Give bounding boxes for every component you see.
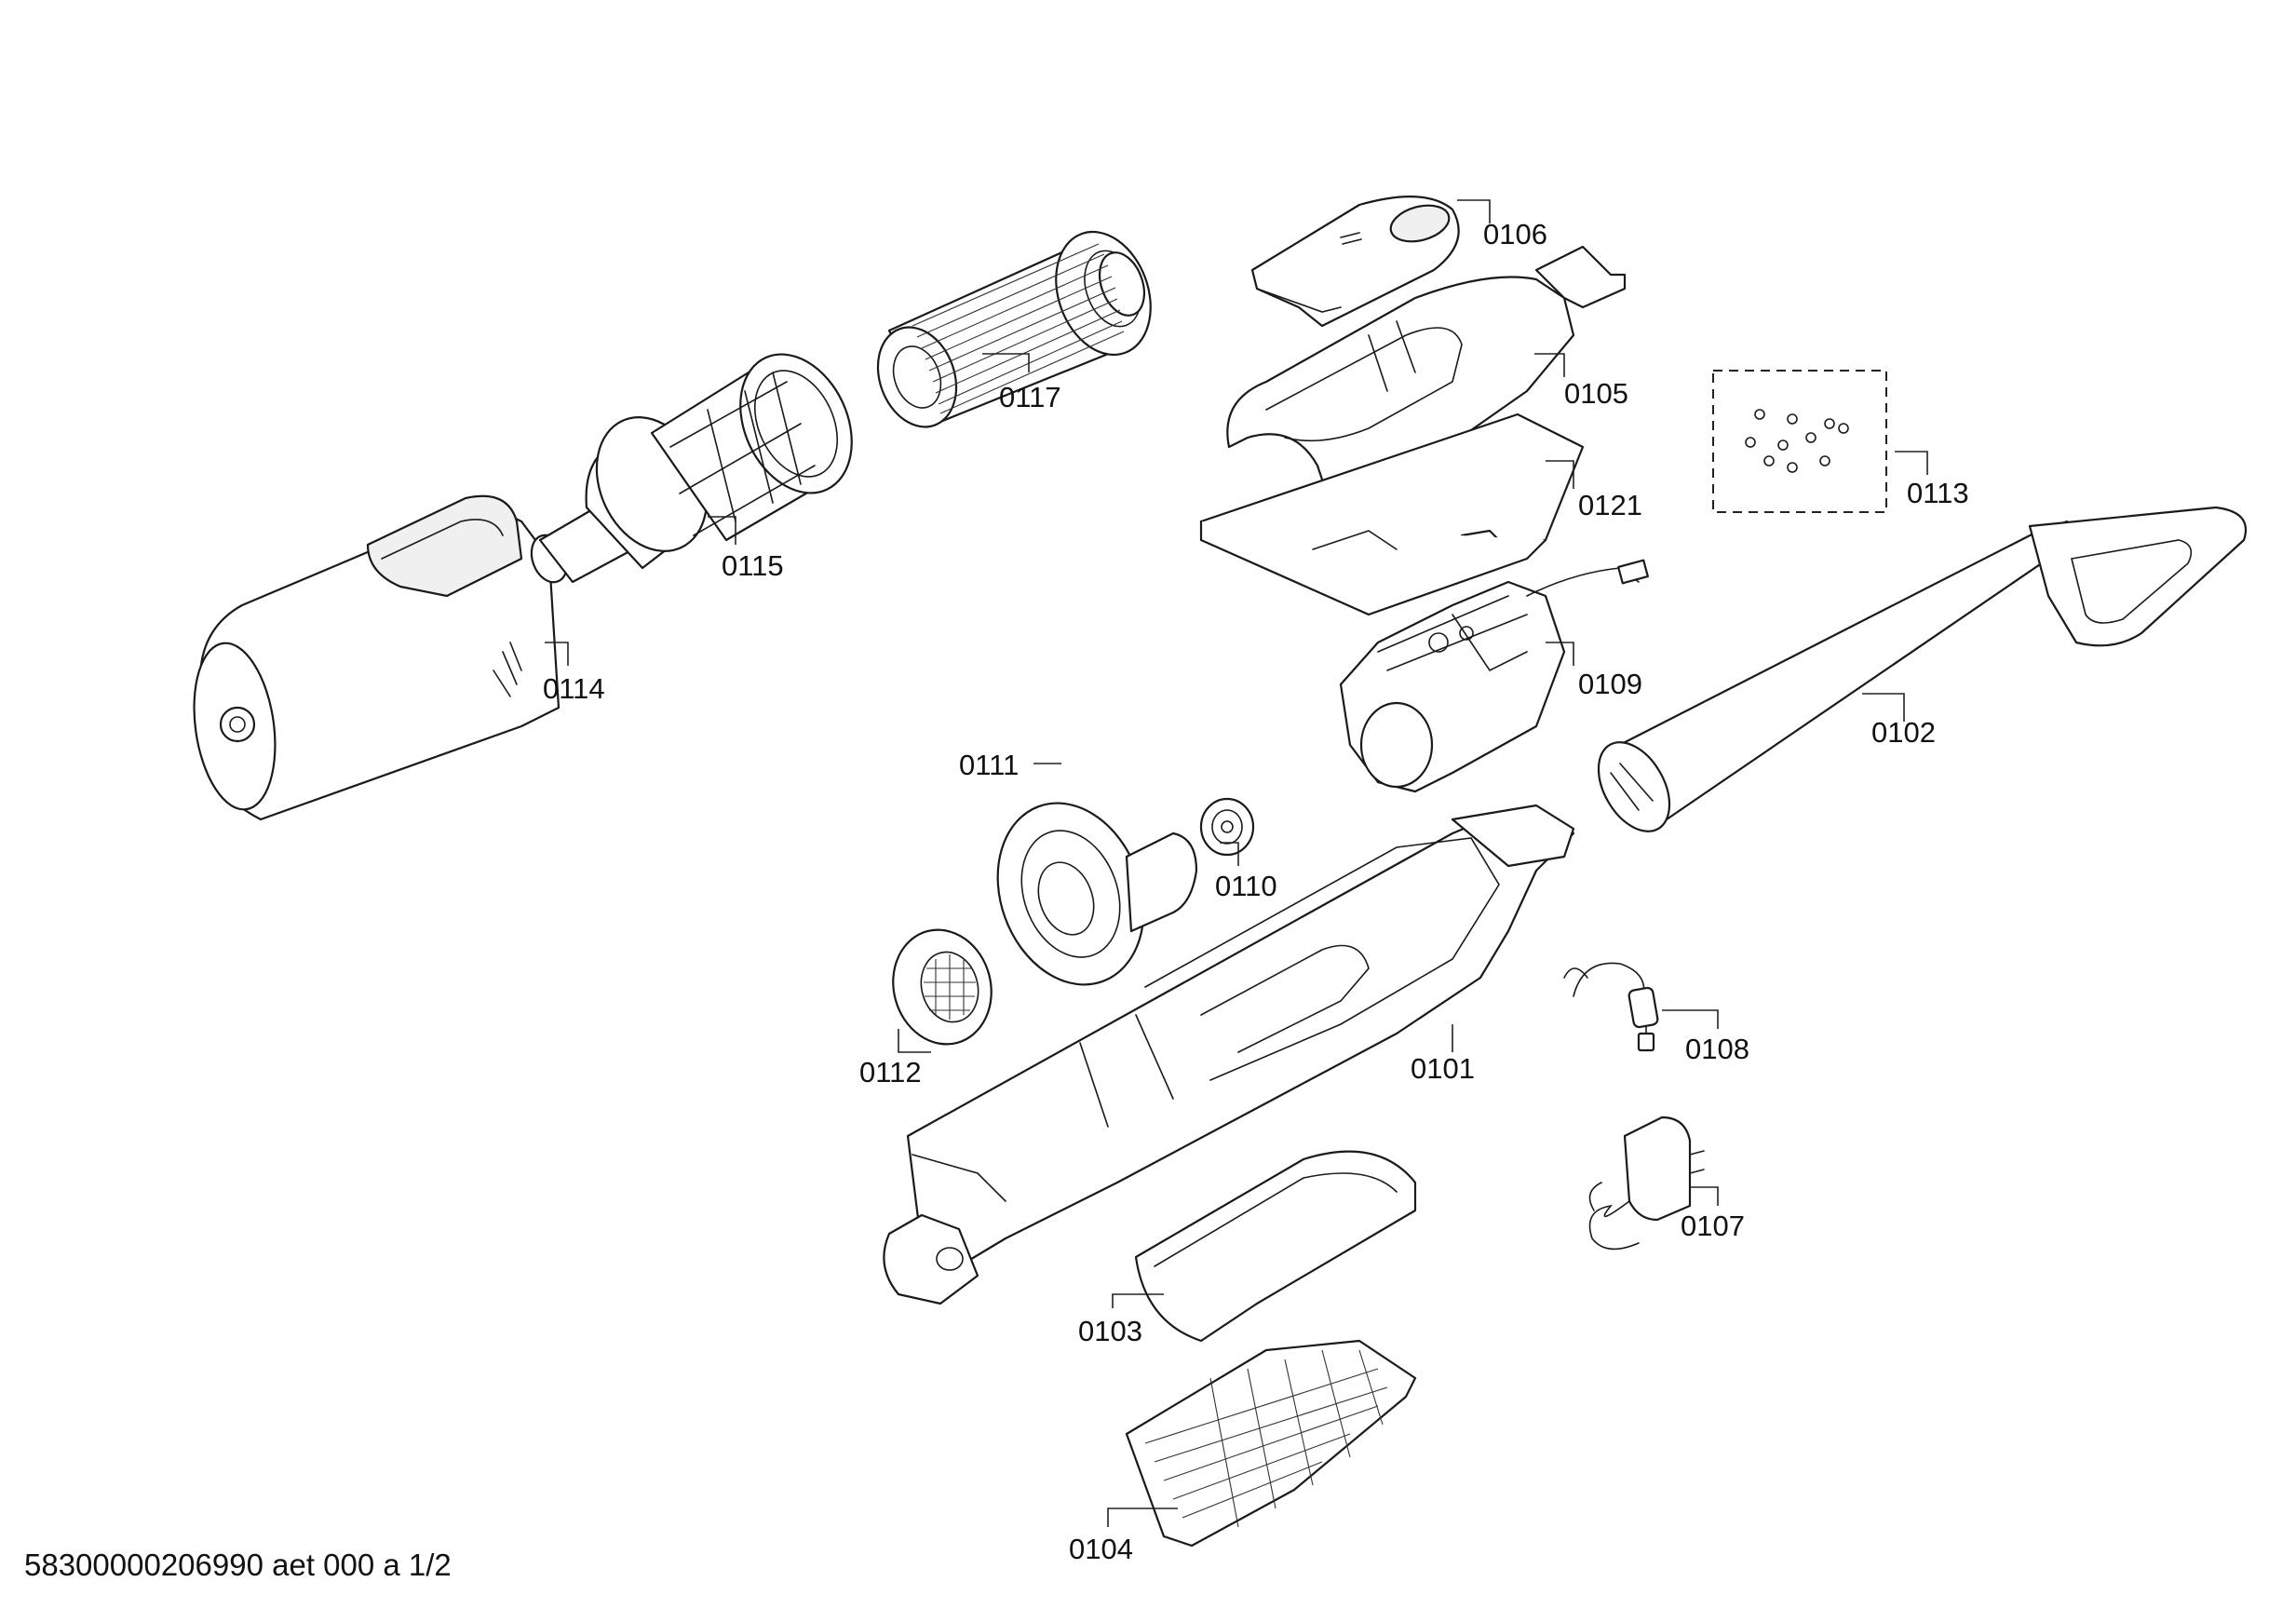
callout-0109: 0109 <box>1578 668 1642 700</box>
callout-0106: 0106 <box>1483 218 1547 250</box>
part-0102-handle[interactable] <box>1584 506 2247 844</box>
leader-lines <box>545 199 1928 1527</box>
callout-0101: 0101 <box>1411 1052 1475 1085</box>
callout-0113: 0113 <box>1907 477 1969 509</box>
part-0114-dust-container[interactable] <box>184 494 560 821</box>
part-0112-grille[interactable] <box>881 919 1005 1056</box>
part-0113-screw-set[interactable] <box>1712 370 1887 513</box>
callout-0102: 0102 <box>1871 716 1936 749</box>
part-0105-upper-housing[interactable] <box>1226 245 1627 509</box>
callout-0117: 0117 <box>999 381 1061 413</box>
callout-0111: 0111 <box>959 749 1019 781</box>
callout-0112: 0112 <box>859 1056 922 1088</box>
callout-labels: 0106 0105 0121 0113 0109 0102 0114 0115 … <box>543 218 1969 1565</box>
part-0103-tray[interactable] <box>1134 1150 1417 1343</box>
part-0101-main-body[interactable] <box>883 804 1575 1305</box>
callout-0107: 0107 <box>1681 1210 1745 1242</box>
callout-0115: 0115 <box>722 549 784 582</box>
part-0104-mesh-tray[interactable] <box>1125 1339 1417 1548</box>
callout-0105: 0105 <box>1564 377 1628 410</box>
part-0117-pleated-filter[interactable] <box>865 219 1168 439</box>
document-footer-id: 58300000206990 aet 000 a 1/2 <box>24 1548 452 1582</box>
callout-0114: 0114 <box>543 672 605 705</box>
callout-0103: 0103 <box>1078 1315 1142 1347</box>
callout-0108: 0108 <box>1685 1033 1749 1065</box>
part-0121-foam-pad[interactable] <box>1199 412 1585 616</box>
part-0115-filter-cage[interactable] <box>525 336 873 588</box>
part-0111-fan-unit[interactable] <box>973 782 1198 1005</box>
part-0107-charger[interactable] <box>1588 1115 1705 1251</box>
part-0108-cable[interactable] <box>1563 962 1659 1052</box>
callout-0104: 0104 <box>1069 1533 1133 1565</box>
part-0106-top-cover[interactable] <box>1250 196 1460 328</box>
callout-0110: 0110 <box>1215 870 1277 902</box>
callout-0121: 0121 <box>1578 489 1642 521</box>
part-0109-motor-unit[interactable] <box>1339 559 1649 793</box>
part-0110-bearing[interactable] <box>1199 797 1255 857</box>
